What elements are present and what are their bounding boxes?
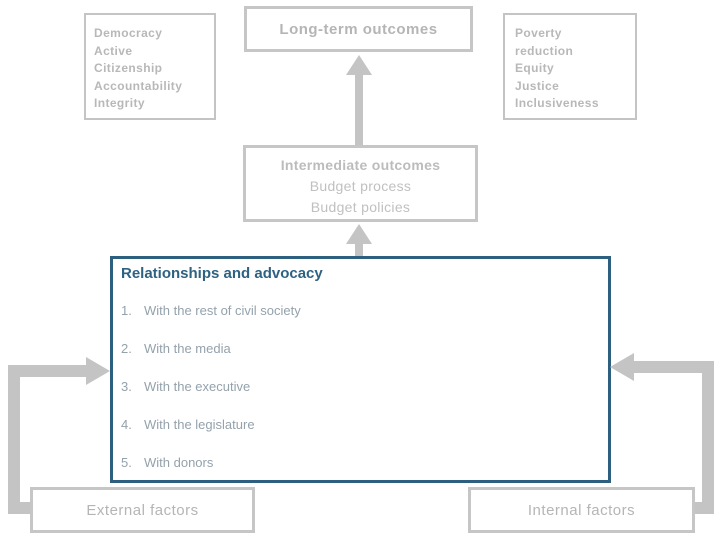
list-item: 3. With the executive <box>121 380 600 393</box>
arrow-shaft <box>355 243 363 256</box>
intermediate-outcomes-title: Intermediate outcomes <box>280 157 441 173</box>
connector-segment <box>8 365 86 377</box>
value-line: Citizenship <box>94 61 163 75</box>
box-poverty-values: Poverty reduction Equity Justice Inclusi… <box>503 13 637 120</box>
arrowhead-up-icon <box>346 224 372 244</box>
list-item-number: 1. <box>121 303 132 318</box>
value-line: Integrity <box>94 96 145 110</box>
list-item-text: With the rest of civil society <box>144 303 301 318</box>
list-item-number: 2. <box>121 341 132 356</box>
list-item-number: 4. <box>121 417 132 432</box>
internal-factors-label: Internal factors <box>527 501 636 519</box>
list-item: 5. With donors <box>121 456 600 469</box>
intermediate-line: Budget policies <box>310 199 411 215</box>
box-internal-factors: Internal factors <box>468 487 695 533</box>
arrow-shaft <box>355 74 363 145</box>
connector-segment <box>8 365 20 514</box>
external-factors-label: External factors <box>86 501 199 519</box>
box-intermediate-outcomes: Intermediate outcomes Budget process Bud… <box>243 145 478 222</box>
list-item: 4. With the legislature <box>121 418 600 431</box>
value-line: Active <box>94 43 133 58</box>
box-external-factors: External factors <box>30 487 255 533</box>
list-item: 2. With the media <box>121 342 600 355</box>
arrowhead-left-icon <box>610 353 634 381</box>
list-item-number: 3. <box>121 379 132 394</box>
connector-segment <box>634 361 714 373</box>
value-line: Inclusiveness <box>515 96 599 110</box>
arrowhead-up-icon <box>346 55 372 75</box>
relationships-advocacy-title: Relationships and advocacy <box>121 265 323 282</box>
list-item-text: With the legislature <box>144 417 255 432</box>
value-line: Poverty <box>515 26 562 40</box>
value-line: Democracy <box>94 26 163 40</box>
list-item: 1. With the rest of civil society <box>121 304 600 317</box>
arrowhead-right-icon <box>86 357 110 385</box>
connector-segment <box>702 361 714 514</box>
box-relationships-advocacy: Relationships and advocacy 1. With the re… <box>110 256 611 483</box>
connector-segment <box>8 502 34 514</box>
long-term-outcomes-label: Long-term outcomes <box>279 20 438 38</box>
list-item-text: With the executive <box>144 379 251 394</box>
intermediate-line: Budget process <box>309 178 412 194</box>
list-item-text: With donors <box>144 455 214 470</box>
value-line: Justice <box>515 78 560 93</box>
list-item-number: 5. <box>121 455 132 470</box>
connector-segment <box>692 502 714 514</box>
value-line: reduction <box>515 43 574 58</box>
value-line: Equity <box>515 61 555 75</box>
box-democracy-values: Democracy Active Citizenship Accountabil… <box>84 13 216 120</box>
box-long-term-outcomes: Long-term outcomes <box>244 6 473 52</box>
value-line: Accountability <box>94 78 183 93</box>
list-item-text: With the media <box>144 341 231 356</box>
